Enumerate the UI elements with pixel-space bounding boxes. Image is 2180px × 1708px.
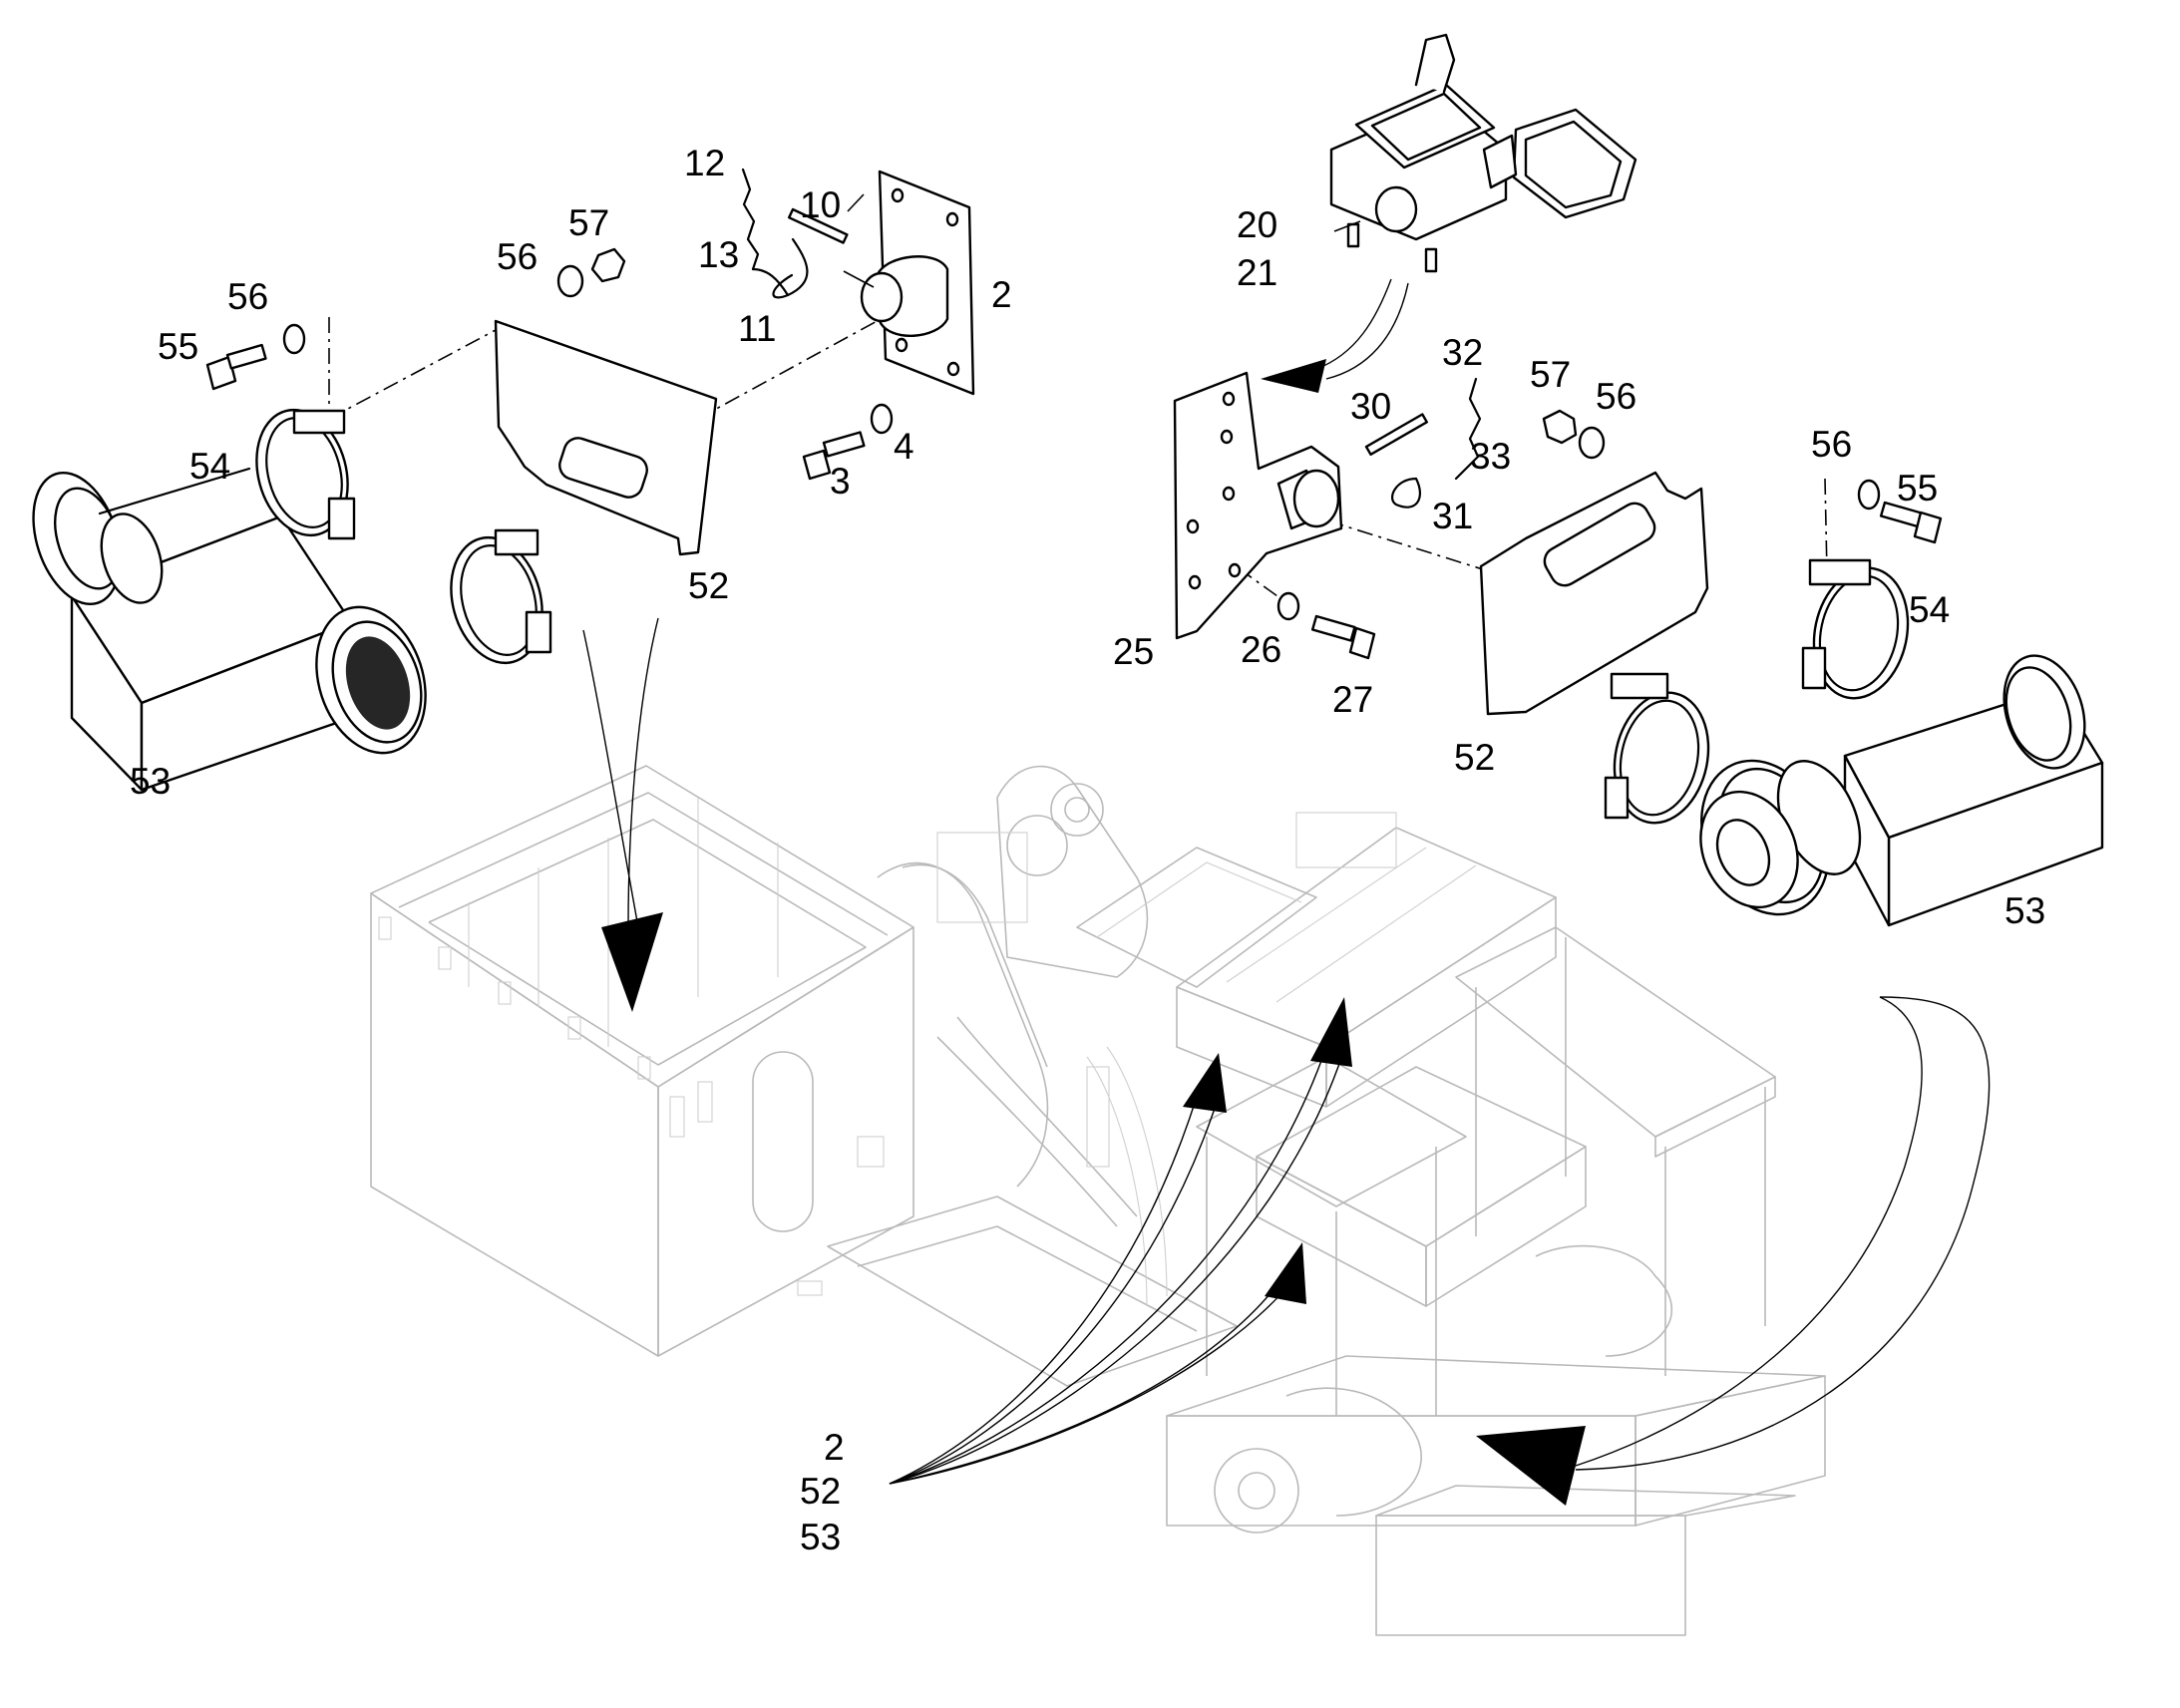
label-3: 3 — [830, 461, 851, 502]
bracket-25 — [1173, 371, 1343, 640]
part-labels: 12 10 13 11 2 57 56 56 55 54 53 52 3 4 2… — [130, 143, 2045, 1557]
connector-housing-20 — [1329, 33, 1637, 273]
air-cleaner-left — [32, 467, 427, 792]
label-31: 31 — [1432, 496, 1473, 536]
right-assembly — [1173, 33, 2104, 927]
label-53-right: 53 — [2004, 890, 2045, 931]
label-30: 30 — [1350, 386, 1391, 427]
label-32: 32 — [1442, 332, 1483, 373]
label-56-right: 56 — [1811, 424, 1852, 465]
top-radiator — [936, 812, 1397, 988]
washer-56-right-top — [1578, 426, 1606, 460]
machine-background — [370, 765, 1826, 1636]
plate-52-right — [1479, 471, 1709, 716]
label-2-left: 2 — [991, 274, 1012, 315]
open-frame — [1086, 926, 1776, 1416]
pin-10-left — [787, 207, 849, 244]
label-4: 4 — [894, 426, 914, 467]
chain-33 — [1454, 377, 1482, 481]
washer-26 — [1276, 591, 1300, 621]
hose-clamp-right-lower — [1604, 672, 1710, 825]
washer-4 — [870, 403, 894, 435]
washer-56-left — [282, 323, 306, 355]
air-cleaner-right — [1699, 654, 2104, 927]
bolt-55-right — [1879, 501, 1943, 544]
label-56-right-top: 56 — [1596, 376, 1636, 417]
label-52-left: 52 — [688, 565, 729, 606]
bolt-55-left — [205, 343, 267, 391]
label-26: 26 — [1241, 629, 1281, 670]
label-54-left: 54 — [189, 446, 230, 487]
chain-13-left — [741, 168, 760, 271]
arrow-connector-to-bracket — [1261, 278, 1409, 393]
label-54-right: 54 — [1909, 589, 1950, 630]
leader-lines — [843, 193, 1361, 288]
clip-31 — [1391, 477, 1422, 509]
label-53-left: 53 — [130, 761, 171, 802]
label-52-right: 52 — [1454, 737, 1495, 778]
plate-52-left — [494, 319, 718, 556]
washer-56-right — [1857, 479, 1881, 511]
chain-link — [751, 267, 790, 297]
label-10: 10 — [800, 184, 841, 225]
callout-arrows — [582, 278, 1991, 1506]
nut-57-left — [590, 247, 626, 283]
label-2-bottom: 2 — [824, 1427, 845, 1468]
left-assembly — [32, 168, 975, 792]
hose-clamp-right-upper — [1801, 558, 1910, 700]
bracket-2-left — [860, 170, 975, 396]
nut-57-right — [1542, 409, 1578, 445]
cab-housing — [370, 765, 914, 1357]
arrow-left-to-cab — [582, 617, 663, 1012]
clip-11-left — [772, 237, 809, 299]
chassis-frame — [827, 1196, 1826, 1636]
washer-56-left-top — [556, 264, 584, 298]
label-53-bottom: 53 — [800, 1517, 841, 1557]
label-21: 21 — [1237, 252, 1277, 293]
label-20: 20 — [1237, 204, 1277, 245]
label-55-left: 55 — [158, 326, 198, 367]
boom-arm — [877, 765, 1149, 1227]
label-56-left: 56 — [227, 276, 268, 317]
pin-30 — [1364, 413, 1428, 456]
label-52-bottom: 52 — [800, 1471, 841, 1512]
label-12: 12 — [684, 143, 725, 183]
arrow-right-to-frame — [1476, 996, 1991, 1506]
label-11: 11 — [738, 308, 776, 349]
mid-block — [1256, 1066, 1587, 1307]
label-33: 33 — [1470, 436, 1511, 477]
label-55-right: 55 — [1897, 468, 1938, 509]
arrow-fan-bottom — [889, 997, 1352, 1485]
bolt-3 — [802, 431, 866, 481]
label-13: 13 — [698, 234, 739, 275]
label-27: 27 — [1332, 679, 1373, 720]
label-57-right: 57 — [1530, 354, 1571, 395]
engine-cover — [1176, 827, 1557, 1108]
bolt-27 — [1310, 614, 1376, 660]
label-25: 25 — [1113, 631, 1154, 672]
hose-clamp-left-lower — [450, 528, 552, 665]
label-56-left-top: 56 — [497, 236, 538, 277]
label-57-left: 57 — [568, 202, 609, 243]
hose-clamp-left-upper — [255, 408, 356, 540]
